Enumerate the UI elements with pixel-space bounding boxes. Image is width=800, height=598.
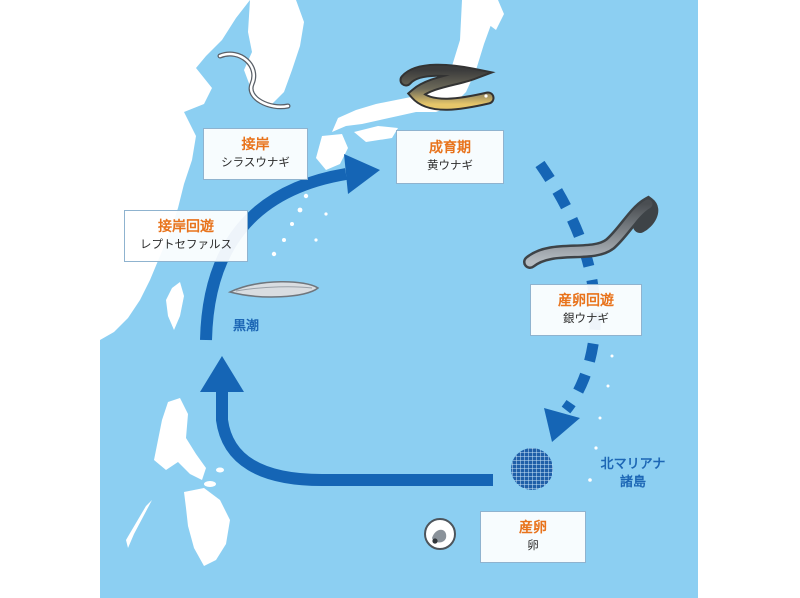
label-kuroshio: 黒潮 (232, 319, 259, 334)
stage-approach-title: 接岸回遊 (158, 219, 214, 235)
cycle-arrow-return-head (200, 356, 244, 392)
spawning-area-icon (511, 448, 553, 490)
label-northern-mariana-islands: 北マリアナ 諸島 (600, 457, 666, 490)
stage-migrate-title: 産卵回遊 (558, 293, 614, 309)
cycle-arrow-return (216, 388, 493, 486)
land-korea (244, 0, 304, 104)
stage-box-grow: 成育期 黄ウナギ (396, 130, 504, 184)
stage-settle-title: 接岸 (241, 137, 270, 153)
land-taiwan (166, 282, 184, 330)
migration-arrow-head (544, 408, 580, 442)
stage-migrate-subtitle: 銀ウナギ (563, 311, 609, 325)
stage-spawn-title: 産卵 (519, 520, 547, 536)
egg-icon (424, 518, 456, 550)
land-palawan (126, 500, 152, 548)
stage-box-approach: 接岸回遊 レプトセファルス (124, 210, 248, 262)
stage-grow-subtitle: 黄ウナギ (427, 158, 473, 172)
stage-box-migrate: 産卵回遊 銀ウナギ (530, 284, 642, 336)
stage-approach-subtitle: レプトセファルス (140, 237, 232, 251)
land-shikoku (354, 126, 398, 142)
stage-grow-title: 成育期 (429, 140, 471, 156)
yellow-eel-icon (399, 63, 496, 111)
stage-box-settle: 接岸 シラスウナギ (203, 128, 308, 180)
stage-spawn-subtitle: 卵 (527, 538, 539, 552)
cycle-arrow-kuroshio-head (344, 154, 380, 194)
land-small-islands (204, 212, 614, 487)
stage-box-spawn: 産卵 卵 (480, 511, 586, 563)
land-philippines (154, 398, 206, 480)
leptocephalus-icon (227, 281, 320, 298)
stage-settle-subtitle: シラスウナギ (221, 155, 290, 169)
land-philippines-south (184, 488, 230, 566)
silver-eel-icon (523, 195, 659, 269)
land-kyushu (316, 134, 348, 170)
